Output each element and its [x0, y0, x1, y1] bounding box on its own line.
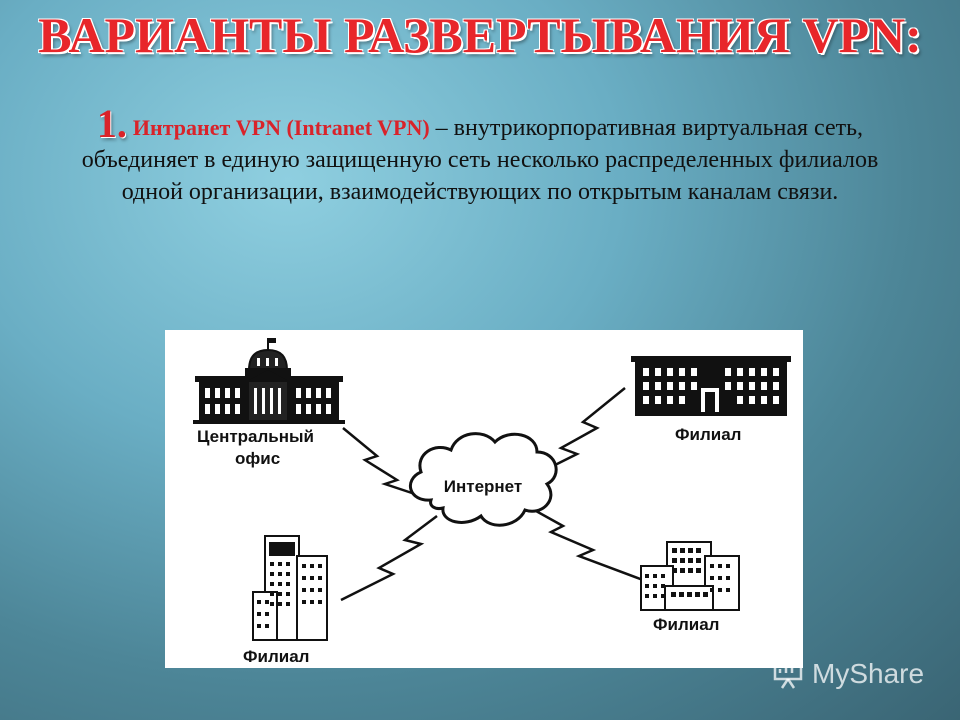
presentation-board-icon	[773, 659, 803, 689]
intranet-vpn-term: Интранет VPN (Intranet VPN)	[132, 115, 430, 140]
link-internet-to-branch-bottom-left	[340, 515, 438, 602]
watermark-text: MyShare	[812, 658, 925, 689]
internet-label: Интернет	[444, 477, 522, 496]
central-office-label-line1: Центральный	[197, 427, 314, 446]
link-internet-to-branch-top-right	[544, 387, 626, 472]
central-office-building-icon	[193, 338, 345, 424]
branch-bottom-right-building-icon	[640, 541, 740, 611]
link-internet-to-branch-bottom-right	[526, 504, 644, 582]
branch-bottom-left-label: Филиал	[243, 647, 309, 666]
myshare-watermark: MyShare	[772, 656, 952, 692]
intranet-vpn-description: 1. Интранет VPN (Intranet VPN) – внутрик…	[80, 104, 880, 208]
item-number: 1.	[96, 101, 127, 146]
central-office-label-line2: офис	[235, 449, 280, 468]
vpn-topology-diagram: Интернет	[165, 330, 803, 668]
internet-cloud-icon	[409, 432, 558, 527]
branch-top-right-building-icon	[631, 356, 791, 416]
branch-bottom-left-building-icon	[252, 535, 328, 641]
branch-bottom-right-label: Филиал	[653, 615, 719, 634]
slide-title: ВАРИАНТЫ РАЗВЕРТЫВАНИЯ VPN:	[38, 7, 922, 63]
branch-top-right-label: Филиал	[675, 425, 741, 444]
link-central-to-internet	[342, 427, 434, 502]
intranet-vpn-definition: – внутрикорпоративная виртуальная сеть, …	[81, 115, 879, 205]
